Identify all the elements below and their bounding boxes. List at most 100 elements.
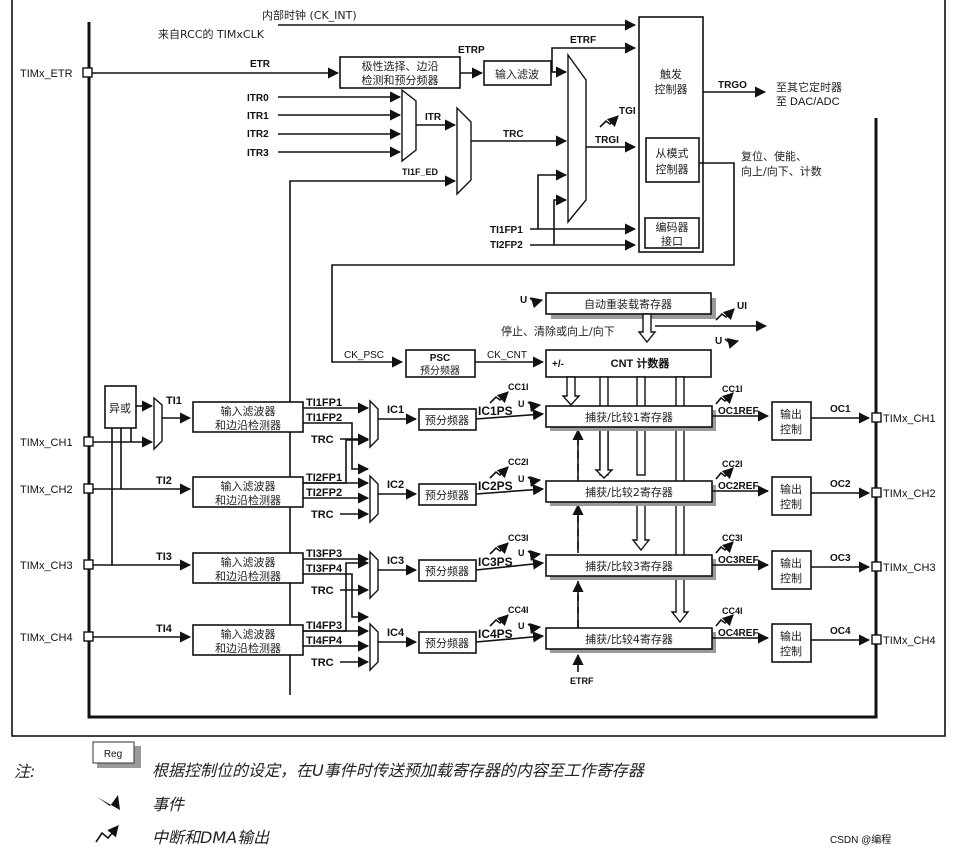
ch2-filter-line1: 输入滤波器 [221,479,276,493]
psc-prescaler [405,349,476,378]
cc3-u-label: U [518,548,525,558]
etr-block-line2: 检测和预分频器 [362,73,439,87]
cnt-to-cc1-arrow [561,376,581,407]
cc1-register-label: 捕获/比较1寄存器 [585,410,673,424]
oc4ref-label: OC4REF [718,628,759,639]
ti3-label: TI3 [156,551,172,563]
ch2-input-pin [83,483,94,494]
output-control-3 [771,550,812,590]
output-control-1 [771,401,812,441]
cc4i-input-interrupt-icon [489,614,509,627]
output-control-3-line2: 控制 [780,571,802,585]
cc3-to-cc4-arrow [670,421,690,624]
itr3-label: ITR3 [247,148,269,159]
ch4-output-pin [871,634,882,645]
ic2ps-line [475,484,545,496]
oc1ref-label: OC1REF [718,406,759,417]
ch2-fpa-cross-line [303,434,370,484]
ch3-pin-label: TIMx_CH3 [20,560,73,572]
cc3i-input-label: CC3I [508,533,529,543]
psc-sub-label: 预分频器 [420,364,460,377]
ch4-output-pin-label: TIMx_CH4 [883,635,936,647]
ch4-input-pin [83,631,94,642]
ch3-filter-line2: 和边沿检测器 [215,569,281,583]
ch1-trc-label: TRC [311,434,334,446]
ch1-output-pin-label: TIMx_CH1 [883,413,936,425]
ic1-prescaler-label: 预分频器 [425,413,469,427]
ch2-fpb-label: TI2FP2 [306,487,342,499]
ti2-label: TI2 [156,475,172,487]
oc2ref-label: OC2REF [718,481,759,492]
ch4-trc-label: TRC [311,657,334,669]
etr-pin [82,67,93,78]
etrp-label: ETRP [458,45,485,56]
ch2-fpa-label: TI2FP1 [306,472,342,484]
etr-pin-label: TIMx_ETR [20,68,73,80]
cc4-register-label: 捕获/比较4寄存器 [585,632,673,646]
cc1i-input-interrupt-icon [489,391,509,404]
cc4-u-label: U [518,621,525,631]
arr-label: 自动重装载寄存器 [584,297,672,311]
cc4-u-event-icon [527,622,542,634]
ti1fp1-to-mux [537,169,568,229]
etr-label: ETR [250,59,271,70]
output-control-4-line2: 控制 [780,644,802,658]
output-control-1-line1: 输出 [780,407,802,421]
output-control-2-line1: 输出 [780,482,802,496]
cc3-u-event-icon [527,549,542,561]
ti1-mux [153,396,163,451]
trgo-dest-line1: 至其它定时器 [776,80,842,94]
ch2-pin-label: TIMx_CH2 [20,484,73,496]
reg-description: 根据控制位的设定，在U事件时传送预加载寄存器的内容至工作寄存器 [152,761,646,780]
cc4i-output-interrupt-icon [715,614,734,627]
ic4-prescaler-label: 预分频器 [425,636,469,650]
interrupt-dma-icon [95,825,119,843]
trigger-controller [638,16,704,253]
trc-label: TRC [503,129,524,140]
ti2fp2-label: TI2FP2 [490,240,523,251]
slave-ctrl-line1: 从模式 [656,147,689,160]
ic4-label: IC4 [387,627,405,639]
cnt-label: CNT 计数器 [611,356,671,370]
itr2-label: ITR2 [247,129,269,140]
ch3-input-pin [83,559,94,570]
ic1-label: IC1 [387,404,404,416]
ic2-prescaler-label: 预分频器 [425,488,469,502]
slave-mode-controller [645,137,700,183]
ch1-pin-label: TIMx_CH1 [20,437,73,449]
cc2i-output-label: CC2I [722,459,743,469]
ch1-fpb-label: TI1FP2 [306,412,342,424]
etrf-label: ETRF [570,35,596,46]
ch2-filter-line2: 和边沿检测器 [215,493,281,507]
input-filter-label: 输入滤波 [495,67,539,81]
ti2fp2-to-mux [553,194,568,245]
itr-label: ITR [425,112,442,123]
ic4-mux [369,622,379,672]
ti1f-ed-label: TI1F_ED [402,167,439,177]
itr1-label: ITR1 [247,111,269,122]
oc1-label: OC1 [830,404,851,415]
u-event-label: U [715,336,722,347]
ch2-output-pin [871,487,882,498]
trgi-mux [567,52,587,224]
itr0-label: ITR0 [247,93,269,104]
ic3-prescaler [418,559,477,582]
input-filter-block [483,60,552,86]
cc1i-output-label: CC1I [722,384,743,394]
ic3-mux [369,550,379,600]
slave-ctrl-line2: 控制器 [656,162,689,176]
slave-out-line2: 向上/向下、计数 [741,164,822,178]
trgo-label: TRGO [718,80,747,91]
cnt-counter [545,349,712,378]
ch4-fpa-label: TI4FP3 [306,620,342,632]
ic3ps-line [475,558,545,571]
cc3i-input-interrupt-icon [489,542,509,555]
ch1-input-filter [192,401,304,433]
ic3-label: IC3 [387,555,404,567]
timer-boundary [87,22,878,719]
ch3-fpb-cross-line [303,573,370,623]
ch4-pin-label: TIMx_CH4 [20,632,73,644]
ch1-fpb-cross-line [303,422,370,475]
psc-label: PSC [430,353,451,364]
